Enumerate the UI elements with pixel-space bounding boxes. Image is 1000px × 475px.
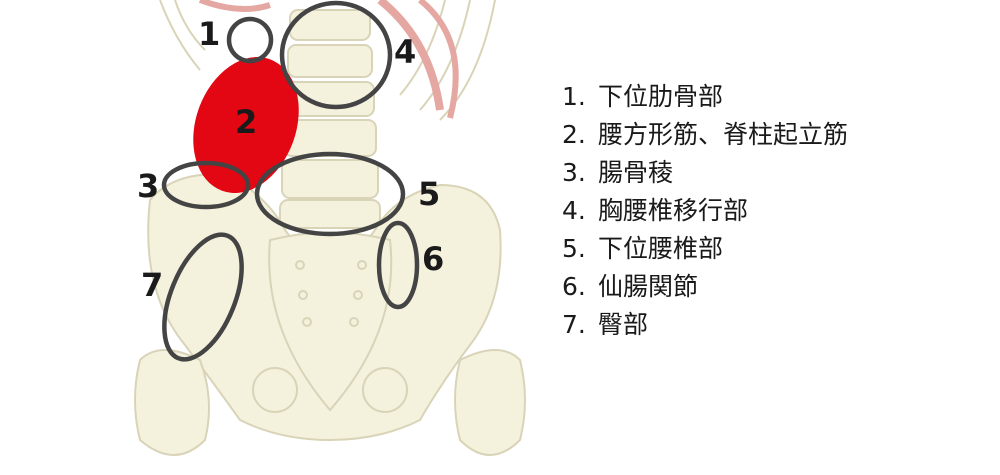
marker-4: 4 [394, 33, 416, 71]
legend-item: 4. 胸腰椎移行部 [562, 192, 848, 230]
legend-number: 2. [562, 120, 586, 149]
region-7-ring[interactable] [149, 224, 258, 370]
spine [279, 9, 381, 229]
legend-label: 仙腸関節 [598, 272, 699, 301]
legend-label: 下位腰椎部 [598, 234, 724, 263]
legend-label: 腰方形筋、脊柱起立筋 [598, 120, 849, 149]
region-2-highlight[interactable] [175, 42, 317, 208]
marker-6: 6 [422, 240, 444, 278]
intercostal-muscle [377, 0, 444, 111]
region-legend: 1. 下位肋骨部 2. 腰方形筋、脊柱起立筋 3. 腸骨稜 4. 胸腰椎移行部 5. 下位… [562, 78, 848, 344]
legend-label: 腸骨稜 [598, 158, 674, 187]
legend-item: 1. 下位肋骨部 [562, 78, 848, 116]
legend-item: 2. 腰方形筋、脊柱起立筋 [562, 116, 848, 154]
legend-label: 胸腰椎移行部 [598, 196, 749, 225]
marker-7: 7 [141, 266, 163, 304]
legend-number: 1. [562, 82, 586, 111]
marker-3: 3 [137, 167, 159, 205]
legend-item: 6. 仙腸関節 [562, 268, 848, 306]
legend-item: 5. 下位腰椎部 [562, 230, 848, 268]
region-5-ring[interactable] [254, 151, 406, 237]
legend-item: 3. 腸骨稜 [562, 154, 848, 192]
legend-number: 7. [562, 310, 586, 339]
legend-label: 下位肋骨部 [598, 82, 724, 111]
rib-cage [159, 0, 496, 121]
legend-number: 6. [562, 272, 586, 301]
marker-5: 5 [418, 175, 440, 213]
region-6-ring[interactable] [376, 220, 420, 310]
region-1-ring[interactable] [226, 16, 274, 64]
marker-1: 1 [198, 15, 220, 53]
legend-number: 4. [562, 196, 586, 225]
legend-label: 臀部 [598, 310, 649, 339]
region-4-ring[interactable] [279, 0, 393, 110]
region-3-ring[interactable] [161, 160, 251, 210]
legend-number: 3. [562, 158, 586, 187]
marker-2: 2 [235, 103, 257, 141]
legend-number: 5. [562, 234, 586, 263]
legend-item: 7. 臀部 [562, 306, 848, 344]
